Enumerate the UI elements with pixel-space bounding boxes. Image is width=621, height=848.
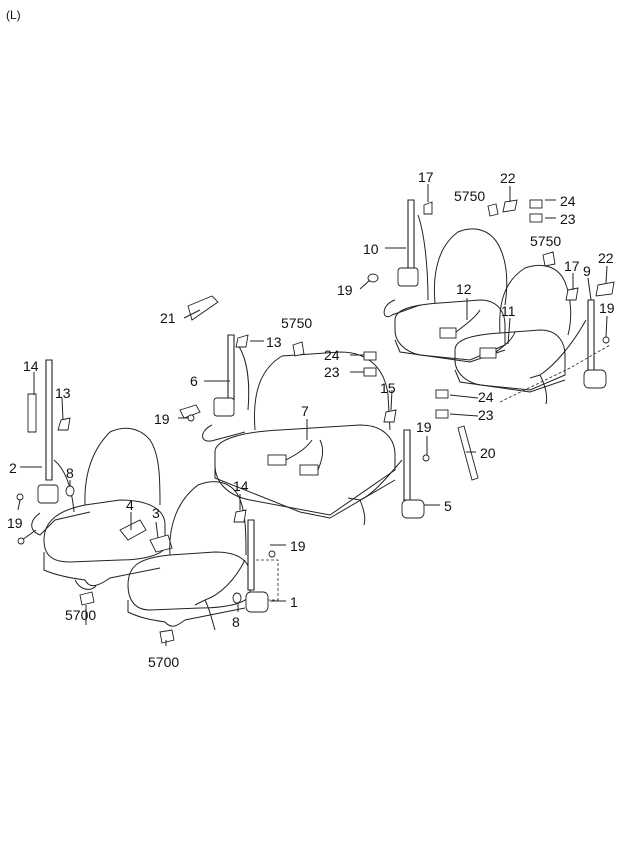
buckle-assembly-right (149, 534, 173, 553)
buckle-assembly (119, 519, 147, 541)
callout-15: 14 (23, 358, 39, 374)
d-ring-cover-row3-right (565, 287, 579, 301)
callout-23: 23 (560, 211, 576, 227)
bracket-row3 (529, 199, 543, 209)
second-row-bench (214, 351, 396, 519)
callout-10: 10 (363, 241, 379, 257)
second-row-belt-right (347, 429, 425, 526)
d-ring-cover-row2-left (235, 334, 249, 348)
callout-19: 19 (416, 419, 432, 435)
third-row-right-belt (479, 299, 611, 405)
callout-1: 1 (290, 594, 298, 610)
callout-13: 13 (266, 334, 282, 350)
callout-19: 19 (290, 538, 306, 554)
d-ring-cover (57, 417, 71, 431)
bracket (363, 351, 377, 361)
third-row-left-belt (383, 199, 481, 339)
bolt-plate (179, 404, 201, 419)
bolt-19a (16, 493, 24, 501)
front-right-seat-belt (194, 519, 279, 631)
front-left-seat-belt (17, 359, 91, 545)
bolt-19b (187, 414, 195, 422)
callout-19: 19 (599, 300, 615, 316)
callout-24: 24 (478, 389, 494, 405)
d-ring-cover-row2 (383, 409, 397, 423)
callout-14: 14 (233, 478, 249, 494)
bracket-2 (363, 367, 377, 377)
second-row-center-buckles (267, 439, 324, 476)
callout-14: 15 (380, 380, 396, 396)
callout-19: 19 (337, 282, 353, 298)
headrest-guide-row3-right (542, 251, 556, 267)
callout-13: 13 (55, 385, 71, 401)
callout-22: 22 (500, 170, 516, 186)
callout-6: 6 (190, 373, 198, 389)
callout-23: 23 (478, 407, 494, 423)
height-adjuster-rail (27, 393, 37, 433)
bolt-19d (422, 454, 430, 462)
callout-8: 8 (66, 465, 74, 481)
anchor-cover (79, 591, 95, 606)
cover-plate-right (595, 281, 615, 297)
bolt-19e (602, 336, 610, 344)
callout-5700: 5700 (148, 654, 179, 670)
bolt-19c (268, 550, 276, 558)
orientation-label: (L) (6, 8, 21, 22)
d-ring-cover-row3 (423, 201, 433, 215)
callout-3: 3 (152, 505, 160, 521)
d-ring-cover-right (233, 509, 247, 523)
trim-cover (187, 295, 219, 321)
callout-24: 24 (560, 193, 576, 209)
leader-lines (17, 184, 608, 646)
grommet (65, 485, 75, 497)
third-row-right-seat (454, 264, 572, 393)
callout-20: 20 (480, 445, 496, 461)
callout-labels: 14 13 2 8 19 4 3 5700 14 19 1 8 5700 21 … (7, 169, 615, 670)
callout-5750: 5750 (281, 315, 312, 331)
cover-plate (502, 199, 518, 213)
second-row-belt-left (202, 334, 250, 442)
callout-7: 7 (301, 403, 309, 419)
callout-9: 9 (583, 263, 591, 279)
callout-5750: 5750 (454, 188, 485, 204)
callout-17: 17 (418, 169, 434, 185)
grommet-right (232, 592, 242, 604)
callout-2: 2 (9, 460, 17, 476)
bracket-row3-right-2 (435, 409, 449, 419)
bracket-row3-2 (529, 213, 543, 223)
callout-17: 17 (564, 258, 580, 274)
callout-19: 19 (7, 515, 23, 531)
callout-5750: 5750 (530, 233, 561, 249)
callout-22: 22 (598, 250, 614, 266)
headrest-guide (292, 341, 305, 357)
callout-11: 11 (501, 303, 516, 319)
anchor-cover-right (159, 629, 175, 644)
headrest-guide-row3 (487, 203, 499, 217)
callout-8: 8 (232, 614, 240, 630)
callout-24: 24 (324, 347, 340, 363)
callout-19: 19 (154, 411, 170, 427)
bracket-row3-right (435, 389, 449, 399)
callout-5: 5 (444, 498, 452, 514)
callout-12: 12 (456, 281, 472, 297)
seat-rail (457, 425, 479, 481)
callout-4: 4 (126, 497, 134, 513)
bolt-row3-left (367, 273, 379, 283)
callout-23: 23 (324, 364, 340, 380)
callout-5700: 5700 (65, 607, 96, 623)
callout-21: 21 (160, 310, 176, 326)
front-left-seat (43, 427, 166, 590)
